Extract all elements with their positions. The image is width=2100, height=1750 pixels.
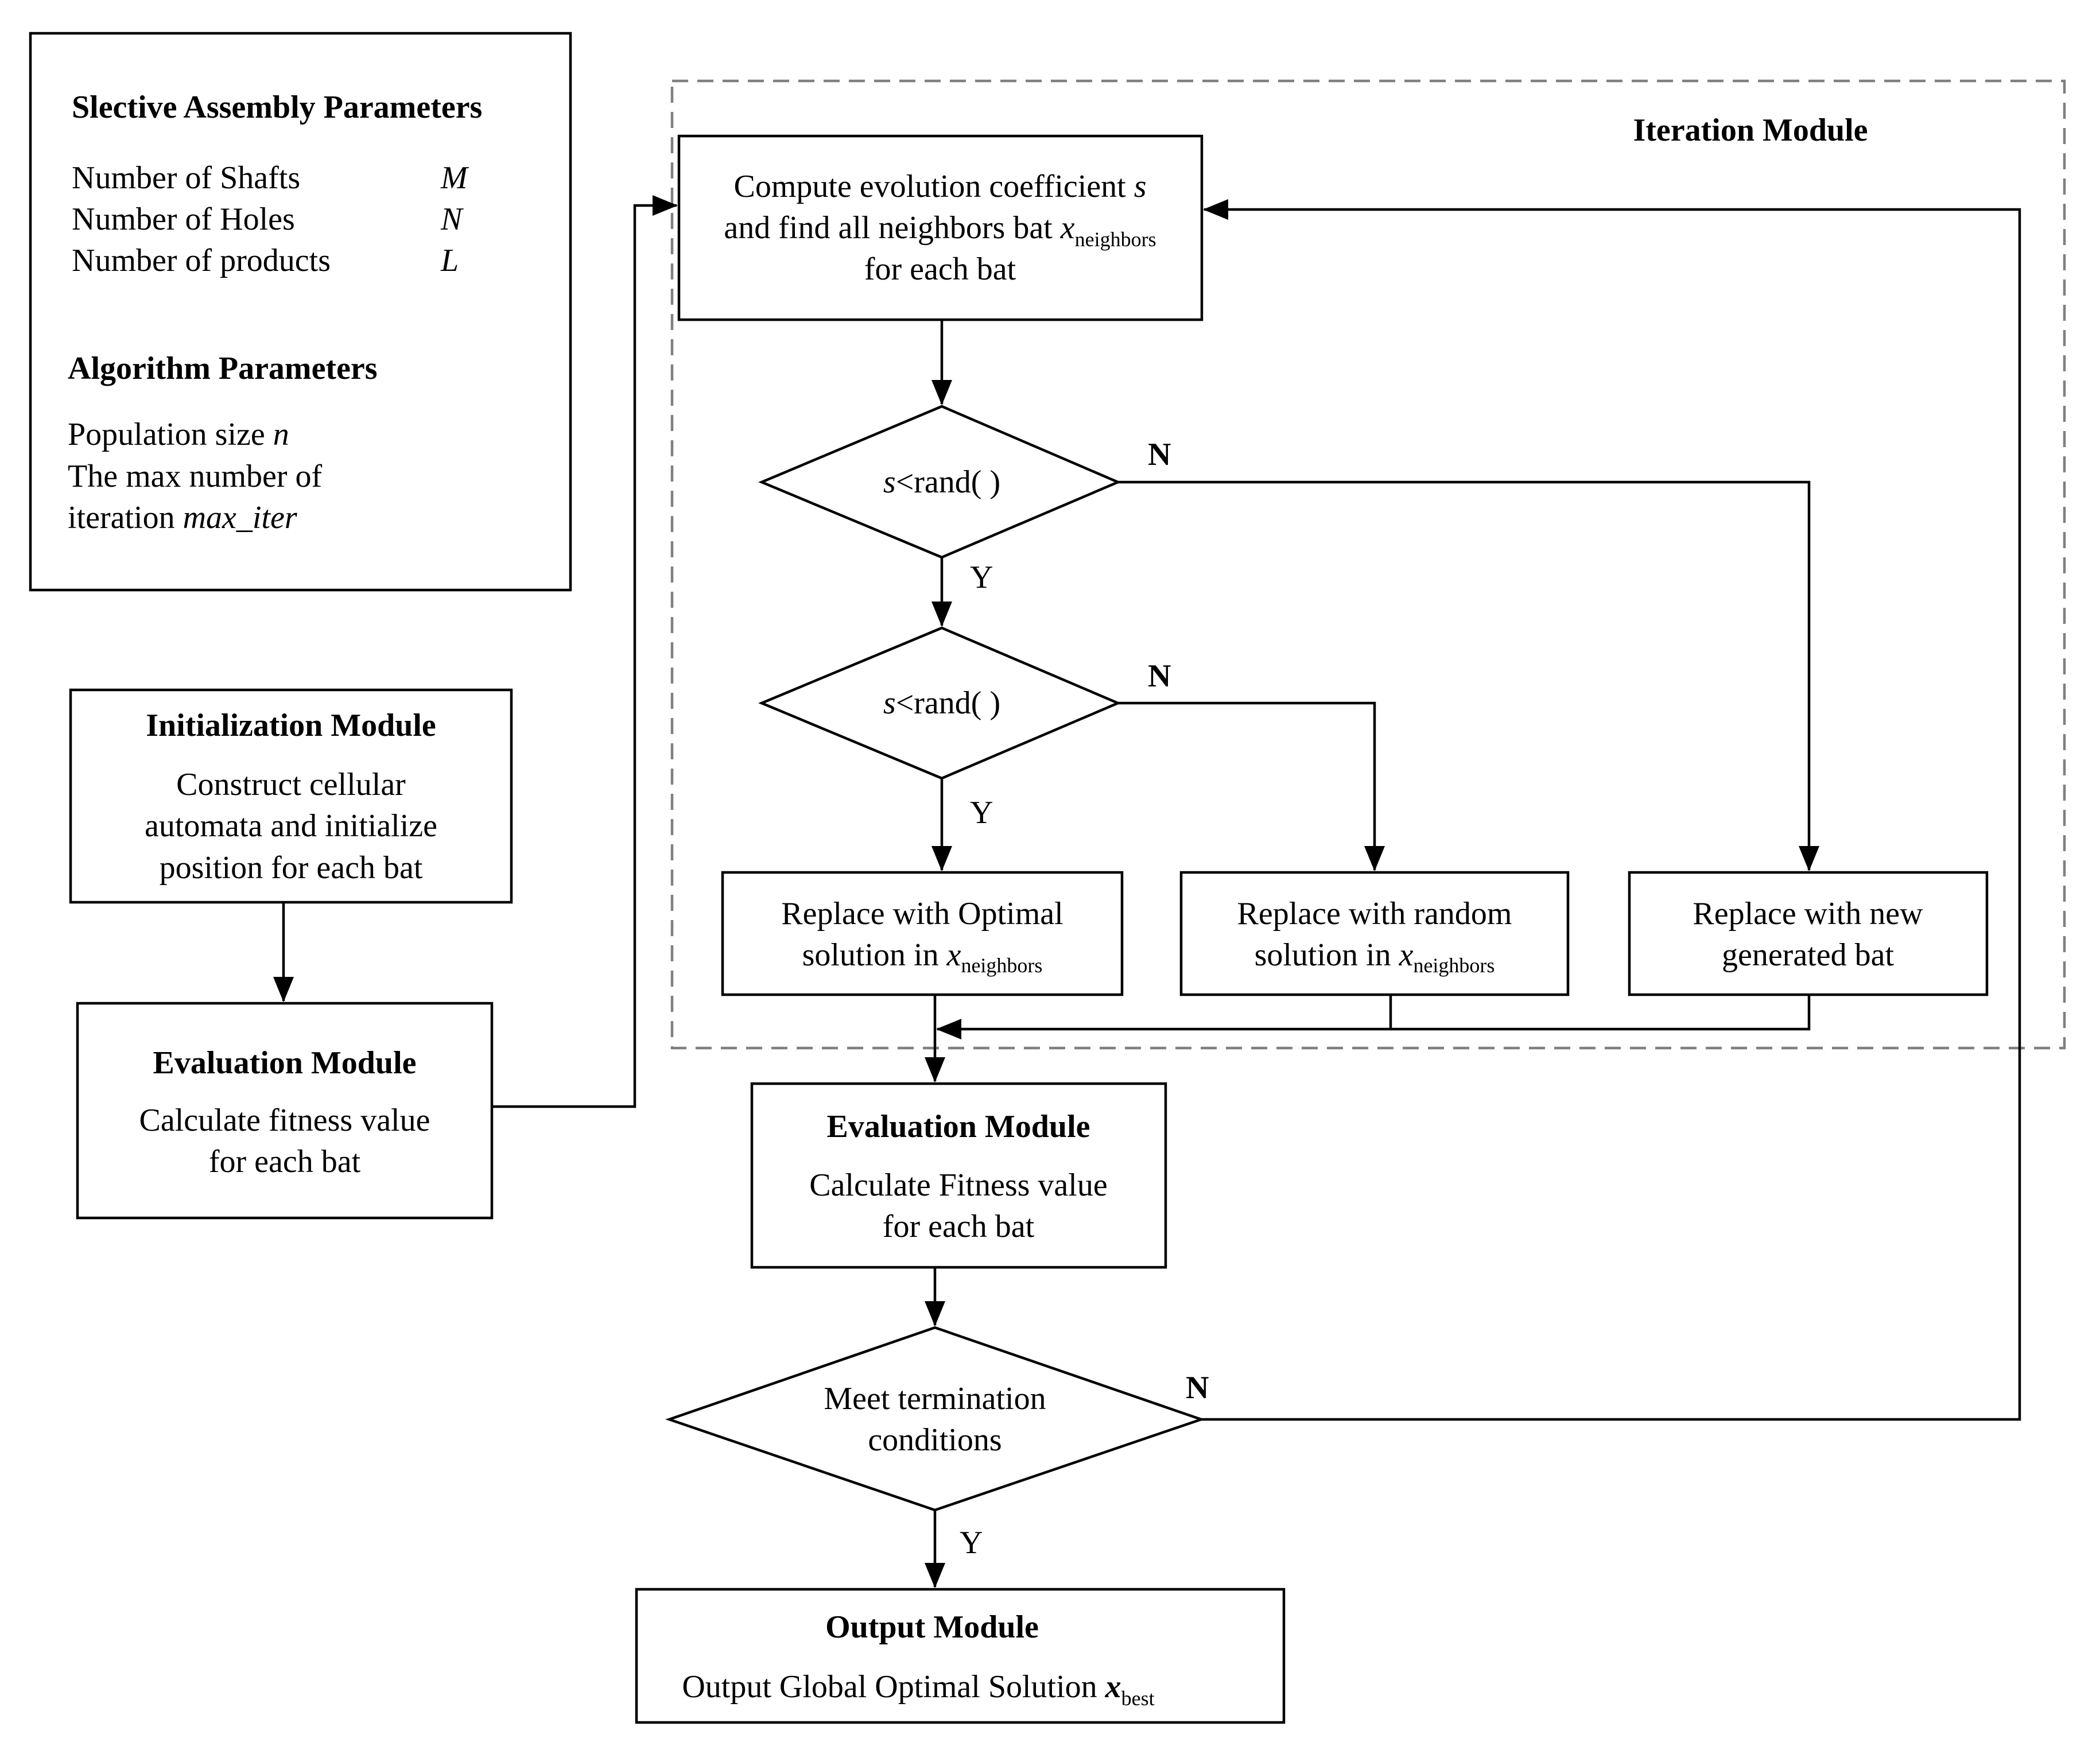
replace-random-neighbors: neighbors bbox=[1413, 954, 1495, 977]
replace-random-box: Replace with random solution in xneighbo… bbox=[1179, 871, 1570, 996]
evaluation-center-line1: Calculate Fitness value bbox=[809, 1167, 1107, 1203]
compute-line2: and find all neighbors bat xneighbors bbox=[724, 210, 1156, 251]
iteration-module-boundary bbox=[670, 79, 2066, 1050]
initialization-line3: position for each bat bbox=[160, 850, 423, 886]
compute-coefficient-box: Compute evolution coefficient s and find… bbox=[677, 134, 1204, 321]
output-best: best bbox=[1121, 1687, 1155, 1710]
compute-line2-neighbors: neighbors bbox=[1075, 228, 1156, 251]
merge-line-new bbox=[936, 995, 1811, 1039]
compute-line3: for each bat bbox=[864, 251, 1016, 287]
param-symbol-l: L bbox=[440, 243, 459, 278]
initialization-line2: automata and initialize bbox=[145, 808, 437, 844]
compute-line1-text: Compute evolution coefficient bbox=[733, 169, 1134, 204]
output-line: Output Global Optimal Solution xbest bbox=[682, 1669, 1154, 1710]
max-iteration-line1: The max number of bbox=[68, 459, 323, 494]
decision-1-rand: <rand( ) bbox=[896, 464, 1000, 500]
termination-decision: Meet termination conditions bbox=[665, 1326, 1205, 1512]
evaluation-left-line1: Calculate fitness value bbox=[139, 1103, 430, 1138]
termination-line2: conditions bbox=[868, 1422, 1002, 1458]
replace-new-line2: generated bat bbox=[1722, 937, 1894, 973]
label-yes-decision2: Y bbox=[970, 795, 993, 831]
population-size-symbol: n bbox=[273, 417, 289, 452]
arrow-termination-no-loop bbox=[1201, 199, 2021, 1421]
replace-random-x: x bbox=[1399, 937, 1414, 973]
replace-random-solution: solution in bbox=[1255, 937, 1399, 973]
evaluation-module-left: Evaluation Module Calculate fitness valu… bbox=[76, 1002, 494, 1220]
replace-new-box: Replace with new generated bat bbox=[1628, 871, 1989, 996]
initialization-line1: Construct cellular bbox=[176, 767, 406, 802]
replace-random-line2: solution in xneighbors bbox=[1255, 937, 1495, 977]
compute-line1-s: s bbox=[1134, 169, 1147, 204]
replace-optimal-x: x bbox=[946, 937, 961, 973]
evaluation-center-line2: for each bat bbox=[883, 1209, 1035, 1244]
decision-1-text: s<rand( ) bbox=[883, 464, 1000, 500]
evaluation-center-title: Evaluation Module bbox=[827, 1109, 1090, 1144]
population-size-label: Population size bbox=[68, 417, 273, 452]
param-symbol-n: N bbox=[440, 201, 464, 237]
output-text: Output Global Optimal Solution bbox=[682, 1669, 1105, 1705]
param-row-shafts: Number of Shafts bbox=[72, 160, 300, 196]
replace-optimal-box: Replace with Optimal solution in xneighb… bbox=[721, 871, 1124, 996]
max-iteration-symbol: max_iter bbox=[183, 500, 297, 536]
compute-line1: Compute evolution coefficient s bbox=[733, 169, 1146, 204]
label-yes-termination: Y bbox=[960, 1525, 983, 1561]
output-module: Output Module Output Global Optimal Solu… bbox=[635, 1588, 1286, 1724]
evaluation-left-line2: for each bat bbox=[209, 1144, 361, 1179]
decision-2: s<rand( ) bbox=[758, 626, 1121, 780]
label-no-decision2: N bbox=[1148, 658, 1171, 694]
parameters-title: Slective Assembly Parameters bbox=[72, 90, 482, 125]
algorithm-parameters-title: Algorithm Parameters bbox=[68, 351, 378, 386]
replace-optimal-line2: solution in xneighbors bbox=[802, 937, 1043, 977]
initialization-module: Initialization Module Construct cellular… bbox=[69, 688, 513, 904]
replace-random-line1: Replace with random bbox=[1237, 896, 1512, 932]
param-row-holes: Number of Holes bbox=[72, 201, 295, 237]
output-title: Output Module bbox=[825, 1609, 1039, 1645]
iteration-module-label: Iteration Module bbox=[1633, 112, 1868, 148]
decision-2-rand: <rand( ) bbox=[896, 685, 1000, 721]
max-iteration-line2: iteration max_iter bbox=[68, 500, 297, 536]
compute-line2-x: x bbox=[1060, 210, 1075, 246]
parameters-box: Slective Assembly Parameters Number of S… bbox=[29, 32, 572, 592]
arrow-decision1-no bbox=[1118, 480, 1819, 871]
population-size-line: Population size n bbox=[68, 417, 289, 452]
termination-line1: Meet termination bbox=[824, 1381, 1046, 1417]
label-no-decision1: N bbox=[1148, 437, 1171, 472]
replace-new-line1: Replace with new bbox=[1693, 896, 1923, 932]
decision-2-s: s bbox=[883, 685, 896, 721]
arrow-eval-to-compute bbox=[492, 195, 678, 1108]
decision-1-s: s bbox=[883, 464, 896, 500]
output-x: x bbox=[1105, 1669, 1121, 1705]
param-symbol-m: M bbox=[440, 160, 469, 196]
initialization-title: Initialization Module bbox=[146, 708, 436, 743]
arrow-decision2-no bbox=[1118, 701, 1385, 871]
replace-optimal-solution: solution in bbox=[802, 937, 947, 973]
label-yes-decision1: Y bbox=[970, 560, 993, 595]
replace-optimal-line1: Replace with Optimal bbox=[781, 896, 1063, 932]
label-no-termination: N bbox=[1186, 1370, 1209, 1406]
replace-optimal-neighbors: neighbors bbox=[961, 954, 1042, 977]
compute-line2-text: and find all neighbors bat bbox=[724, 210, 1060, 246]
evaluation-module-center: Evaluation Module Calculate Fitness valu… bbox=[750, 1082, 1167, 1269]
decision-2-text: s<rand( ) bbox=[883, 685, 1000, 721]
max-iteration-label: iteration bbox=[68, 500, 183, 536]
evaluation-left-title: Evaluation Module bbox=[153, 1045, 417, 1081]
decision-1: s<rand( ) bbox=[758, 405, 1121, 559]
param-row-products: Number of products bbox=[72, 243, 331, 278]
